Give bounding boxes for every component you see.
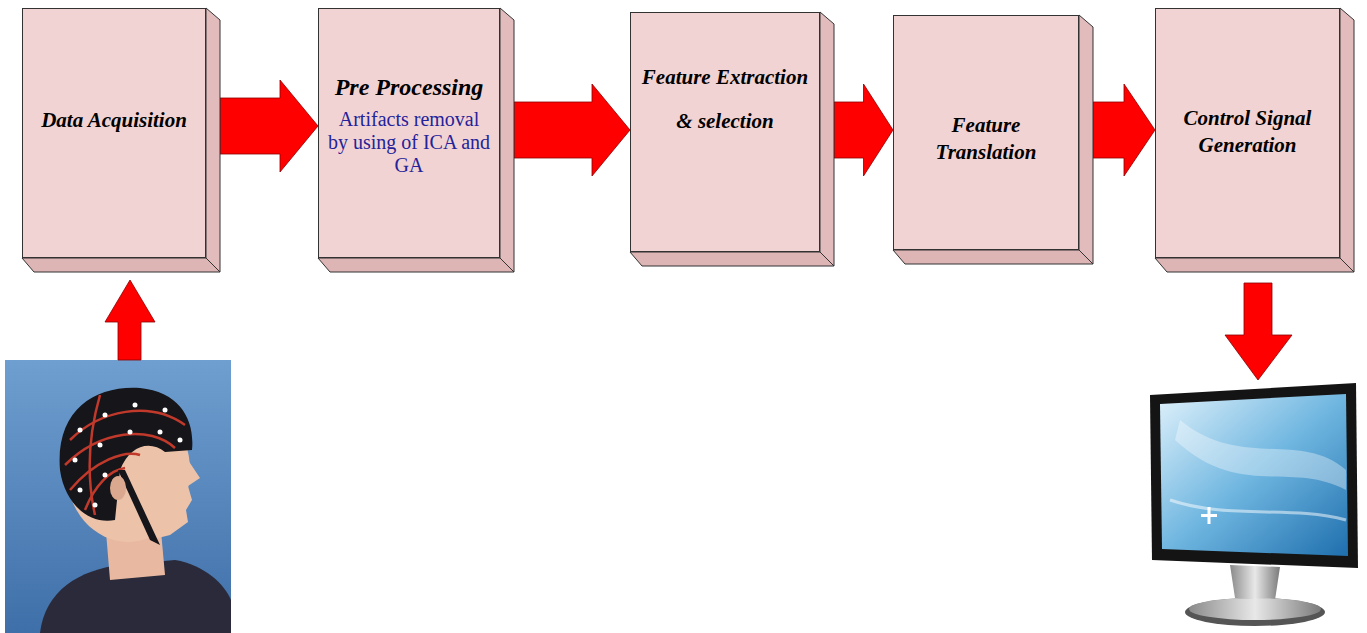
box-title: Data Acquisition — [41, 107, 187, 134]
box-bottom — [630, 252, 834, 266]
control-arrow — [1225, 283, 1292, 380]
box-side — [1340, 8, 1354, 272]
computer-monitor — [1150, 383, 1358, 626]
box-depth — [630, 12, 836, 268]
process-box: Pre ProcessingArtifacts removal by using… — [318, 8, 500, 258]
box-title: Control Signal Generation — [1164, 105, 1331, 160]
box-bottom — [893, 250, 1093, 264]
box-bottom — [318, 258, 514, 272]
box-side — [1079, 15, 1093, 264]
box-side — [500, 8, 514, 272]
process-box: Control Signal Generation — [1155, 8, 1340, 258]
box-title: Feature Translation — [902, 112, 1070, 167]
process-box: Feature Translation — [893, 15, 1079, 250]
process-box: Data Acquisition — [22, 8, 206, 258]
box-side — [820, 12, 834, 266]
box-side — [206, 8, 220, 272]
box-title: Pre Processing — [335, 73, 484, 102]
eeg-cap-photo — [5, 360, 231, 633]
box-bottom — [1155, 258, 1354, 272]
block-arrow — [220, 80, 318, 172]
box-depth — [22, 8, 222, 274]
block-arrow — [514, 84, 630, 176]
box-title: Feature Extraction & selection — [639, 55, 811, 143]
block-arrow — [1093, 84, 1155, 176]
process-box: Feature Extraction & selection — [630, 12, 820, 252]
block-arrow — [834, 84, 893, 176]
box-bottom — [22, 258, 220, 272]
signal-arrow — [105, 280, 155, 360]
box-description: Artifacts removal by using of ICA and GA — [327, 108, 491, 177]
